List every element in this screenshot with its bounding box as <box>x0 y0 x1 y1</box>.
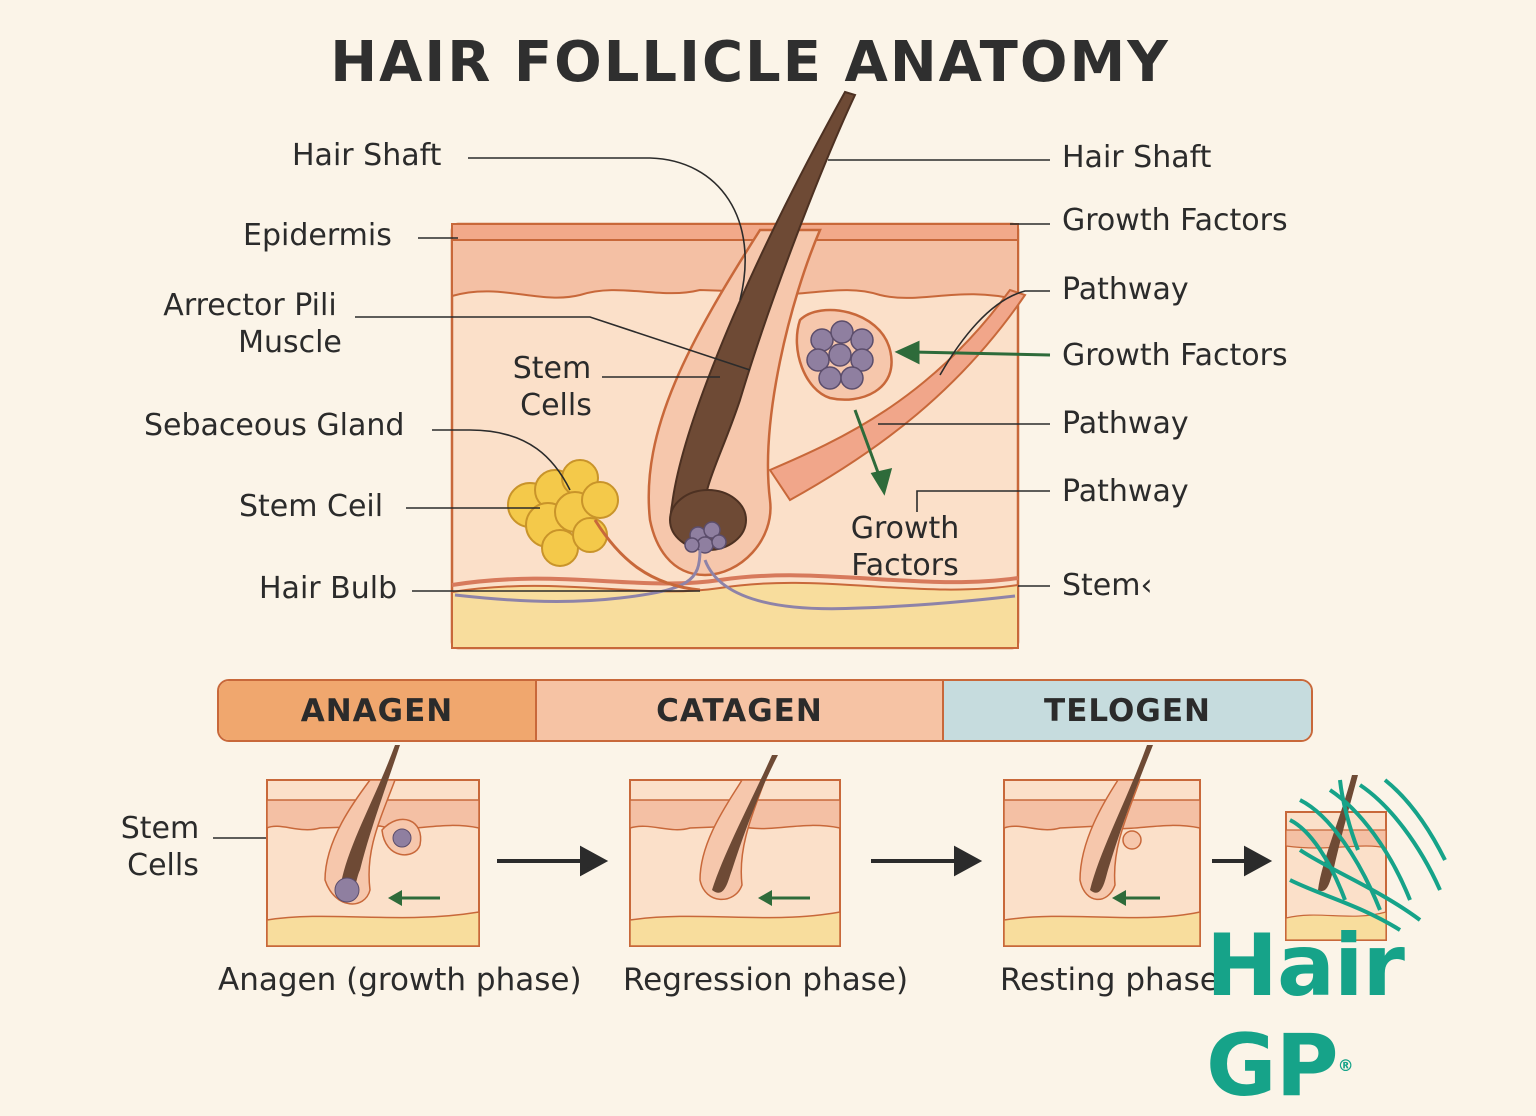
label-hair-bulb: Hair Bulb <box>259 571 398 606</box>
label-stem-ceil: Stem Ceil <box>239 489 384 524</box>
label-hair-shaft-left: Hair Shaft <box>292 138 442 173</box>
label-stem: Stem‹ <box>1062 568 1153 603</box>
label-growth-factors-inner-1: Growth <box>850 511 960 546</box>
label-hair-shaft-right: Hair Shaft <box>1062 140 1212 175</box>
label-cycle-stem: Stem <box>120 811 200 846</box>
stem-cell-cluster <box>806 320 874 390</box>
label-stem-cells-inner-2: Cells <box>520 388 592 423</box>
diagram-stage: HAIR FOLLICLE ANATOMY Hair Shaft Epiderm… <box>120 30 1447 1116</box>
phase-telogen: TELOGEN <box>944 681 1311 740</box>
arrector-muscle <box>768 288 1027 502</box>
caption-telogen: Resting phase <box>1000 962 1219 998</box>
registered-mark: ® <box>1337 1056 1354 1075</box>
label-sebaceous-gland: Sebaceous Gland <box>144 408 405 443</box>
label-stem-cells-inner-1: Stem <box>512 351 592 386</box>
label-growth-factors-inner-2: Factors <box>851 548 959 583</box>
leader-lines <box>213 157 1050 839</box>
label-cycle-cells: Cells <box>127 848 199 883</box>
label-arrector-pili: Arrector Pili <box>163 288 337 323</box>
caption-catagen: Regression phase) <box>623 962 909 998</box>
page-title: HAIR FOLLICLE ANATOMY <box>330 30 1170 95</box>
cycle-panel-anagen <box>266 745 480 947</box>
label-epidermis: Epidermis <box>243 218 392 253</box>
papilla-cluster <box>684 521 727 554</box>
hair-gp-logo: Hair GP® <box>1206 916 1536 1116</box>
cycle-panel-telogen <box>1003 745 1201 947</box>
caption-anagen: Anagen (growth phase) <box>218 962 582 998</box>
label-growth-factors-2: Growth Factors <box>1062 338 1288 373</box>
label-pathway-3: Pathway <box>1062 474 1189 509</box>
label-arrector-muscle: Muscle <box>238 325 342 360</box>
label-pathway-1: Pathway <box>1062 272 1189 307</box>
growth-arrow-icon <box>853 340 1051 496</box>
phase-bar: ANAGEN CATAGEN TELOGEN <box>217 679 1313 742</box>
logo-stripes-icon <box>1289 778 1447 932</box>
cycle-panel-catagen <box>629 755 841 947</box>
label-pathway-2: Pathway <box>1062 406 1189 441</box>
logo-text: Hair GP <box>1206 916 1405 1116</box>
label-growth-factors-1: Growth Factors <box>1062 203 1288 238</box>
arrow-right-icon <box>497 845 1273 877</box>
phase-anagen: ANAGEN <box>219 681 537 740</box>
phase-catagen: CATAGEN <box>537 681 944 740</box>
follicle-illustration <box>213 90 1447 947</box>
